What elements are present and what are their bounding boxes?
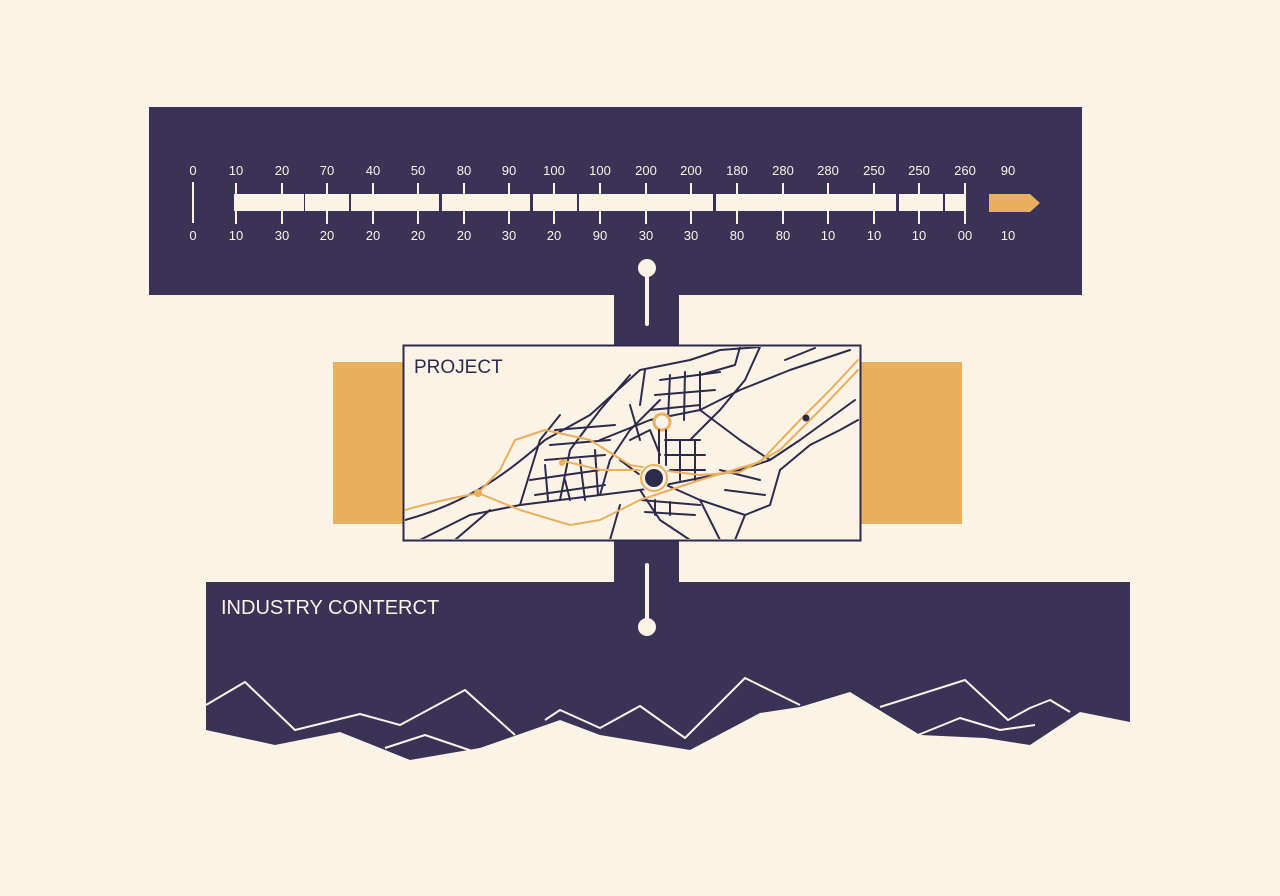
timeline-top-label: 90: [1001, 163, 1015, 178]
timeline-top-label: 80: [457, 163, 471, 178]
timeline-bottom-label: 80: [730, 228, 744, 243]
timeline-top-label: 250: [863, 163, 885, 178]
map-node: [559, 460, 565, 466]
timeline-top-label: 100: [589, 163, 611, 178]
timeline-top-label: 50: [411, 163, 425, 178]
timeline-bottom-label: 20: [547, 228, 561, 243]
connector-node-bottom: [638, 618, 656, 636]
ruler-segment: [945, 194, 965, 211]
project-title: PROJECT: [414, 357, 503, 378]
timeline-bottom-label: 20: [411, 228, 425, 243]
timeline-bottom-label: 80: [776, 228, 790, 243]
timeline-top-label: 90: [502, 163, 516, 178]
timeline-top-label: 20: [275, 163, 289, 178]
timeline-bottom-label: 30: [502, 228, 516, 243]
ruler-segment: [234, 194, 304, 211]
timeline-top-label: 280: [817, 163, 839, 178]
timeline-ruler: [234, 194, 965, 211]
map-node: [474, 489, 482, 497]
arrow-right-icon: [989, 194, 1040, 212]
timeline-bottom-label: 20: [457, 228, 471, 243]
map-pin-secondary: [652, 412, 672, 432]
ruler-segment: [899, 194, 943, 211]
ruler-segment: [351, 194, 439, 211]
map-node: [802, 414, 810, 422]
timeline-bottom-label: 10: [1001, 228, 1015, 243]
timeline-bottom-label: 10: [821, 228, 835, 243]
timeline-top-label: 40: [366, 163, 380, 178]
map-pin-primary: [645, 469, 663, 487]
timeline-top-label: 100: [543, 163, 565, 178]
timeline-bottom-label: 30: [684, 228, 698, 243]
timeline-bottom-label: 10: [229, 228, 243, 243]
timeline-bottom-label: 30: [639, 228, 653, 243]
timeline-top-label: 180: [726, 163, 748, 178]
timeline-top-label: 280: [772, 163, 794, 178]
mountain-range: [205, 677, 1130, 787]
timeline-top-label: 0: [189, 163, 196, 178]
industry-title: INDUSTRY CONTERCT: [221, 597, 439, 619]
timeline-bottom-label: 0: [189, 228, 196, 243]
street-map: [405, 347, 859, 539]
timeline-bottom-label: 00: [958, 228, 972, 243]
timeline-top-label: 250: [908, 163, 930, 178]
project-side-block-left: [333, 362, 403, 524]
timeline-top-label: 10: [229, 163, 243, 178]
timeline-top-label: 260: [954, 163, 976, 178]
timeline-top-label: 70: [320, 163, 334, 178]
timeline-top-label: 200: [680, 163, 702, 178]
timeline-bottom-label: 90: [593, 228, 607, 243]
ruler-segment: [716, 194, 896, 211]
ruler-segment: [442, 194, 530, 211]
timeline-bottom-label: 10: [867, 228, 881, 243]
connector-node-top: [638, 259, 656, 277]
timeline-top-label: 200: [635, 163, 657, 178]
project-side-block-right: [860, 362, 962, 524]
timeline-ticks: 0010102030702040205020802090301002010090…: [189, 163, 1015, 243]
timeline-bottom-label: 20: [366, 228, 380, 243]
timeline-bottom-label: 10: [912, 228, 926, 243]
timeline-bottom-label: 20: [320, 228, 334, 243]
timeline-bottom-label: 30: [275, 228, 289, 243]
